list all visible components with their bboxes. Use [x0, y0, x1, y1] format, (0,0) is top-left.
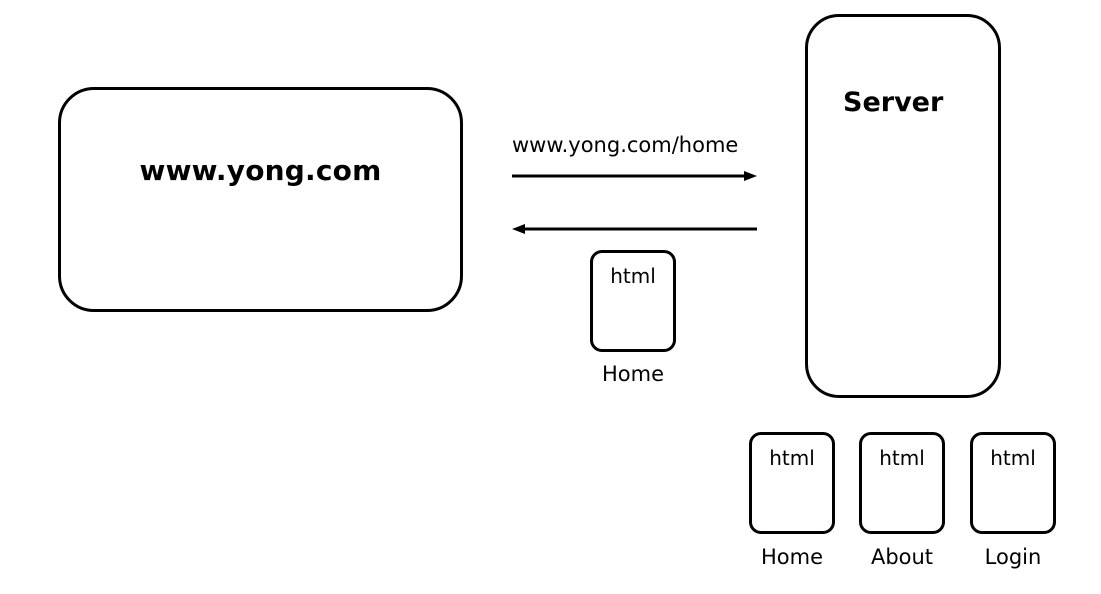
server-file-home-caption: Home [760, 545, 823, 569]
client-browser-box: www.yong.com [58, 87, 463, 312]
server-file-login-doc: html [970, 432, 1056, 534]
response-doc-label: html [610, 264, 656, 288]
server-box: Server [805, 14, 1001, 398]
request-url-label: www.yong.com/home [512, 133, 739, 157]
response-doc-caption: Home [601, 362, 664, 386]
response-html-doc: html [590, 250, 676, 352]
server-file-home-doc: html [749, 432, 835, 534]
response-arrow-head [512, 224, 525, 234]
server-file-about-doc: html [859, 432, 945, 534]
client-url-title: www.yong.com [139, 154, 382, 187]
server-file-login-caption: Login [984, 545, 1042, 569]
server-file-doc-label: html [879, 446, 925, 470]
server-file-doc-label: html [990, 446, 1036, 470]
request-arrow-head [744, 171, 757, 181]
server-file-doc-label: html [769, 446, 815, 470]
server-title: Server [843, 87, 944, 118]
server-file-about-caption: About [870, 545, 934, 569]
